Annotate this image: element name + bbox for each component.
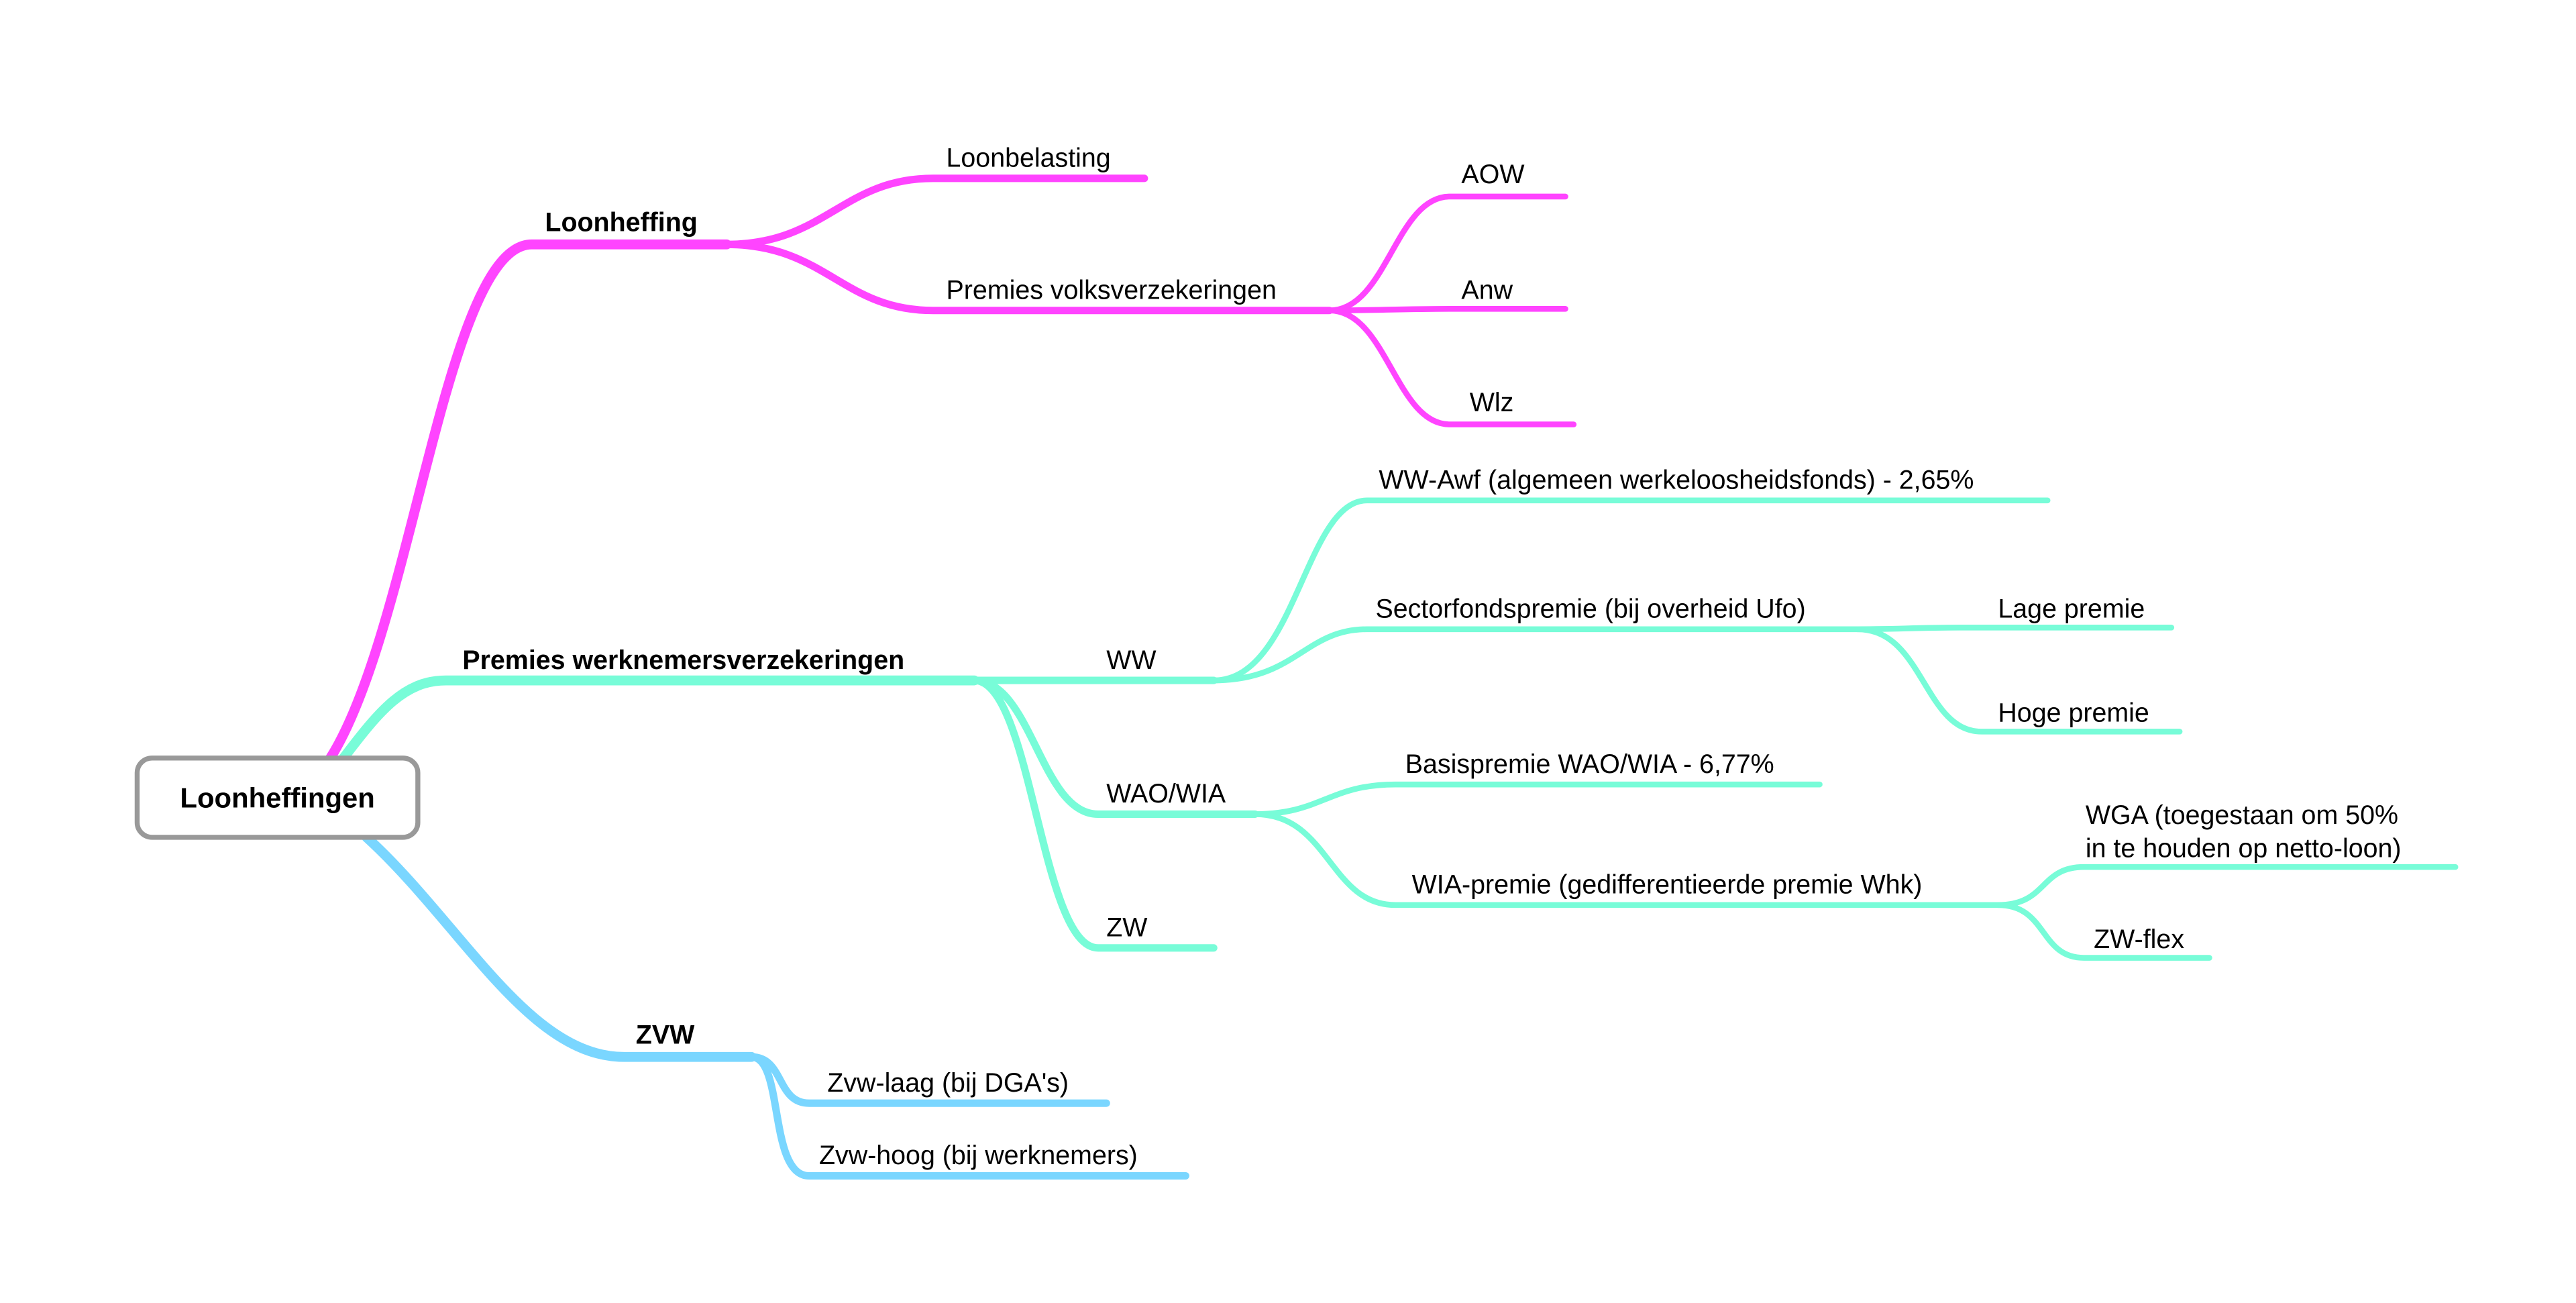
node-ww-awf[interactable]: WW-Awf (algemeen werkeloosheidsfonds) - …	[1379, 466, 1974, 495]
node-zvw-hoog[interactable]: Zvw-hoog (bij werknemers)	[819, 1141, 1138, 1170]
node-aow[interactable]: AOW	[1461, 160, 1525, 189]
edge-wlz	[1326, 307, 1577, 427]
edge-aow	[1326, 193, 1568, 314]
node-lage-premie[interactable]: Lage premie	[1998, 594, 2145, 624]
edge-wao	[970, 676, 1259, 818]
node-wao-wia[interactable]: WAO/WIA	[1106, 779, 1226, 809]
node-loonheffing[interactable]: Loonheffing	[545, 208, 697, 238]
node-anw[interactable]: Anw	[1461, 276, 1513, 305]
edge-loonbelasting	[722, 174, 1148, 248]
node-zvw-laag[interactable]: Zvw-laag (bij DGA's)	[827, 1068, 1069, 1098]
root-node[interactable]: Loonheffingen	[134, 755, 421, 840]
node-hoge-premie[interactable]: Hoge premie	[1998, 698, 2149, 728]
edge-basis	[1252, 781, 1823, 817]
edge-lage	[1854, 625, 2175, 633]
branch-zvw: ZVW Zvw-laag (bij DGA's) Zvw-hoog (bij w…	[362, 832, 1189, 1180]
node-ww[interactable]: WW	[1106, 645, 1157, 675]
node-zvw[interactable]: ZVW	[636, 1021, 695, 1050]
node-zw-flex[interactable]: ZW-flex	[2094, 925, 2184, 954]
edge-volks	[722, 240, 1334, 315]
edge-wia	[1252, 811, 2001, 908]
node-premies-volksverzekeringen[interactable]: Premies volksverzekeringen	[947, 276, 1277, 305]
node-wia-premie[interactable]: WIA-premie (gedifferentieerde premie Whk…	[1412, 870, 1923, 900]
node-premies-werknemersverzekeringen[interactable]: Premies werknemersverzekeringen	[462, 645, 904, 675]
root-node-label: Loonheffingen	[180, 782, 374, 814]
root-node-box	[134, 755, 421, 840]
node-sectorfondspremie[interactable]: Sectorfondspremie (bij overheid Ufo)	[1375, 594, 1805, 624]
branch-loonheffing: Loonheffing Loonbelasting Premies volksv…	[325, 144, 1577, 764]
edge-zw	[970, 676, 1218, 952]
node-loonbelasting[interactable]: Loonbelasting	[947, 144, 1111, 173]
branch-werknemersverzekeringen: Premies werknemersverzekeringen WW WAO/W…	[338, 466, 2459, 961]
node-basispremie[interactable]: Basispremie WAO/WIA - 6,77%	[1405, 749, 1774, 779]
node-zw[interactable]: ZW	[1106, 913, 1148, 943]
edge-hoge	[1854, 626, 2183, 735]
edge-root-werknemers	[338, 675, 979, 764]
edge-awf	[1210, 497, 2051, 684]
node-wlz[interactable]: Wlz	[1470, 388, 1514, 417]
edge-root-loonheffing	[325, 239, 732, 764]
edge-root-zvw	[362, 832, 757, 1062]
edge-wga	[1995, 864, 2459, 908]
edge-sector	[1210, 626, 1861, 684]
edge-zvw-hoog	[747, 1053, 1189, 1180]
edge-anw	[1326, 305, 1568, 314]
node-wga-line2[interactable]: in te houden op netto-loon)	[2086, 833, 2402, 863]
node-wga-line1[interactable]: WGA (toegestaan om 50%	[2086, 800, 2398, 830]
edge-zwflex	[1995, 902, 2212, 961]
